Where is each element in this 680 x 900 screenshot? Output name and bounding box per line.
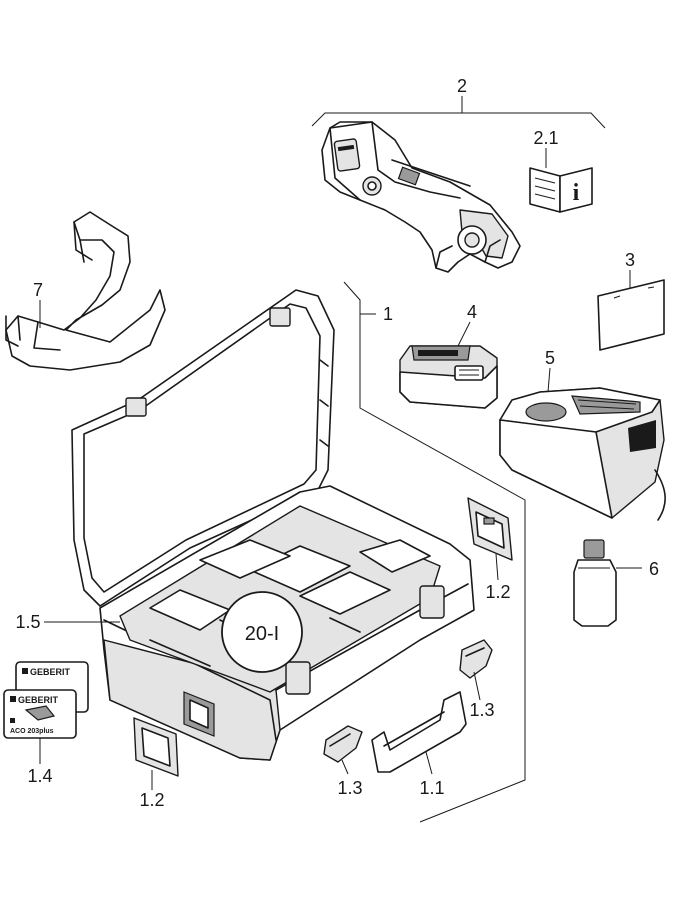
callout-4: 4: [467, 302, 477, 322]
id-card-front: GEBERIT ACO 203plus: [3, 689, 77, 739]
manual-book: i: [529, 167, 593, 213]
detail-marker: 20-I: [245, 623, 279, 645]
clip-left: [323, 725, 363, 763]
callout-2: 2: [457, 76, 467, 96]
callout-1-3-left: 1.3: [337, 778, 362, 798]
charger: [499, 387, 666, 521]
clip-right: [459, 639, 493, 679]
info-icon: i: [573, 180, 580, 206]
latch-panel-right: [467, 497, 513, 561]
detail-callout: 20-I: [221, 591, 303, 673]
press-tool: [321, 121, 521, 273]
card-model-text: ACO 203plus: [10, 728, 54, 735]
group-bracket-2: [311, 96, 606, 129]
callout-1-1: 1.1: [419, 778, 444, 798]
latch-panel-left: [133, 717, 179, 777]
group-bracket-1: [343, 281, 526, 823]
leader-lines: [39, 148, 642, 790]
callout-2-1: 2.1: [533, 128, 558, 148]
label-sheet: [597, 279, 665, 351]
callout-7: 7: [33, 280, 43, 300]
callout-1-3-right: 1.3: [469, 700, 494, 720]
cleaning-bottle: [573, 539, 617, 627]
battery: [399, 345, 498, 409]
callout-5: 5: [545, 348, 555, 368]
callout-1-2-right: 1.2: [485, 582, 510, 602]
card-front-brand: GEBERIT: [18, 695, 59, 705]
case-handle: [371, 691, 467, 773]
carrying-strap: [5, 211, 166, 371]
callout-1-2-left: 1.2: [139, 790, 164, 810]
callout-1-4: 1.4: [27, 766, 52, 786]
callout-1-5: 1.5: [15, 612, 40, 632]
callout-1: 1: [383, 304, 393, 324]
callout-labels: 2 2.1 3 4 5 6 7 1 1.5 1.2 1.3 1.2 1.4 1.…: [15, 76, 659, 810]
callout-3: 3: [625, 250, 635, 270]
card-back-brand: GEBERIT: [30, 667, 71, 677]
callout-6: 6: [649, 559, 659, 579]
